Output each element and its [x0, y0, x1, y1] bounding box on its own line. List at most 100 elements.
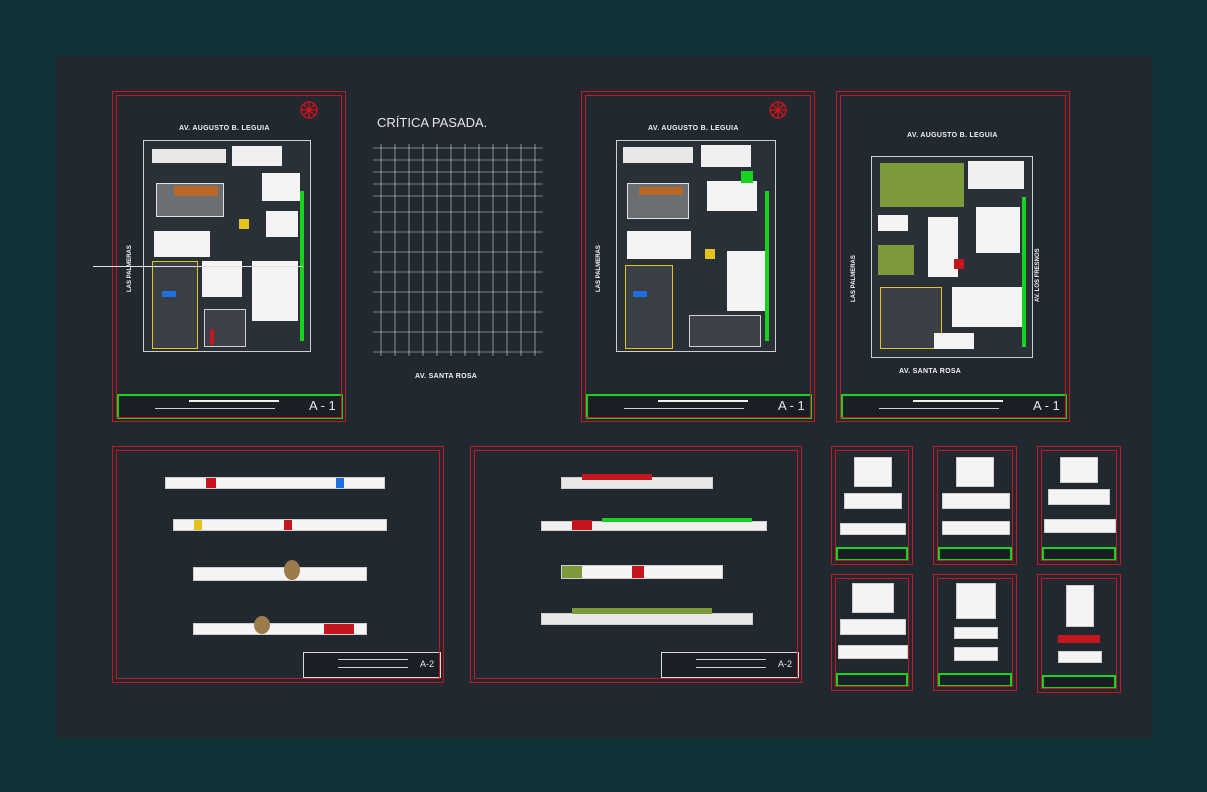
street-label-side: LAS PALMERAS: [596, 245, 602, 292]
sheet-floor-plan-2[interactable]: AV. AUGUSTO B. LEGUIA LAS PALMERAS A - 1: [581, 91, 815, 422]
grass-area: [878, 245, 914, 275]
sheet-detail-2[interactable]: [933, 446, 1017, 565]
title-block[interactable]: A - 1: [586, 394, 812, 419]
sheet-number: A - 1: [778, 398, 805, 413]
logo-icon: [300, 101, 318, 119]
elevation-block: [572, 608, 712, 614]
title-block: [938, 673, 1012, 687]
title-block-line: [658, 400, 748, 402]
plan-block: [162, 291, 176, 297]
title-block-line: [338, 659, 408, 660]
title-block: [836, 673, 908, 687]
sheet-number: A - 1: [309, 398, 336, 413]
sheet-floor-plan-1[interactable]: AV. AUGUSTO B. LEGUIA LAS PALMERAS A - 1: [112, 91, 346, 422]
structural-grid[interactable]: [365, 140, 551, 380]
detail-drawing: [840, 619, 906, 635]
street-label-bottom: AV. SANTA ROSA: [899, 368, 962, 375]
plan-block: [625, 265, 673, 349]
title-block: [1042, 675, 1116, 689]
floor-plan-drawing[interactable]: [143, 140, 311, 352]
plan-block: [968, 161, 1024, 189]
section-block: [336, 478, 344, 488]
floor-plan-drawing[interactable]: [616, 140, 776, 352]
detail-block: [1058, 635, 1100, 643]
title-block-line: [155, 408, 275, 409]
title-block-line: [696, 659, 766, 660]
detail-drawing: [852, 583, 894, 613]
title-block: [1042, 547, 1116, 561]
sheet-number: A-2: [420, 659, 435, 669]
detail-drawing: [942, 493, 1010, 509]
elevation-drawing[interactable]: [541, 608, 753, 625]
section-block: [254, 616, 270, 634]
title-block[interactable]: A-2: [661, 652, 799, 678]
section-block: [324, 624, 354, 634]
plan-block: [174, 186, 218, 196]
street-label-right: AV. LOS FRESNOS: [1035, 248, 1041, 302]
detail-drawing: [1066, 585, 1094, 627]
plan-block: [878, 215, 908, 231]
plan-block: [154, 231, 210, 257]
plan-block: [954, 259, 964, 269]
elevation-block: [582, 474, 652, 480]
sheet-sections[interactable]: A-2: [112, 446, 444, 683]
grass-area: [880, 163, 964, 207]
plan-block: [210, 329, 214, 345]
elevation-drawing[interactable]: [541, 518, 767, 531]
title-block[interactable]: A - 1: [841, 394, 1067, 419]
elevation-block: [562, 566, 582, 578]
elevation-block: [632, 566, 644, 578]
plan-block: [633, 291, 647, 297]
title-block-line: [696, 667, 766, 668]
plan-block: [928, 217, 958, 277]
elevation-drawing[interactable]: [561, 565, 723, 579]
detail-drawing: [838, 645, 908, 659]
grid-title: CRÍTICA PASADA.: [377, 115, 488, 130]
detail-drawing: [956, 583, 996, 619]
street-label-side: LAS PALMERAS: [851, 255, 857, 302]
plan-block: [623, 147, 693, 163]
plan-block: [639, 187, 683, 195]
grid-street-label: AV. SANTA ROSA: [415, 373, 478, 380]
title-block[interactable]: A - 1: [117, 394, 343, 419]
section-drawing[interactable]: [193, 616, 367, 635]
sheet-detail-4[interactable]: [831, 574, 913, 691]
plan-block: [202, 261, 242, 297]
section-drawing[interactable]: [165, 477, 385, 489]
plan-block: [707, 181, 757, 211]
elevation-block: [572, 520, 592, 530]
sheet-elevations[interactable]: A-2: [470, 446, 802, 683]
elevation-drawing[interactable]: [561, 474, 713, 489]
plan-block: [705, 249, 715, 259]
plan-block: [204, 309, 246, 347]
sheet-detail-6[interactable]: [1037, 574, 1121, 693]
title-block-line: [338, 667, 408, 668]
drawing-canvas[interactable]: AV. AUGUSTO B. LEGUIA LAS PALMERAS A - 1…: [55, 55, 1152, 738]
section-drawing[interactable]: [173, 519, 387, 531]
detail-drawing: [840, 523, 906, 535]
sheet-detail-1[interactable]: [831, 446, 913, 565]
street-label-top: AV. AUGUSTO B. LEGUIA: [179, 125, 270, 132]
sheet-detail-3[interactable]: [1037, 446, 1121, 565]
sheet-floor-plan-3[interactable]: AV. AUGUSTO B. LEGUIA LAS PALMERAS AV. L…: [836, 91, 1070, 422]
title-block-line: [879, 408, 999, 409]
plan-block: [976, 207, 1020, 253]
title-block-line: [624, 408, 744, 409]
plan-block: [701, 145, 751, 167]
detail-drawing: [854, 457, 892, 487]
title-block: [836, 547, 908, 561]
title-block[interactable]: A-2: [303, 652, 441, 678]
section-drawing[interactable]: [193, 560, 367, 581]
leader-line: [93, 266, 303, 267]
sheet-detail-5[interactable]: [933, 574, 1017, 691]
section-block: [194, 520, 202, 530]
plan-block: [152, 261, 198, 349]
detail-drawing: [942, 521, 1010, 535]
title-block-line: [189, 400, 279, 402]
street-label-side: LAS PALMERAS: [127, 245, 133, 292]
plan-block: [934, 333, 974, 349]
plan-block: [627, 231, 691, 259]
floor-plan-drawing[interactable]: [871, 156, 1033, 358]
detail-drawing: [954, 647, 998, 661]
elevation-block: [602, 518, 752, 522]
